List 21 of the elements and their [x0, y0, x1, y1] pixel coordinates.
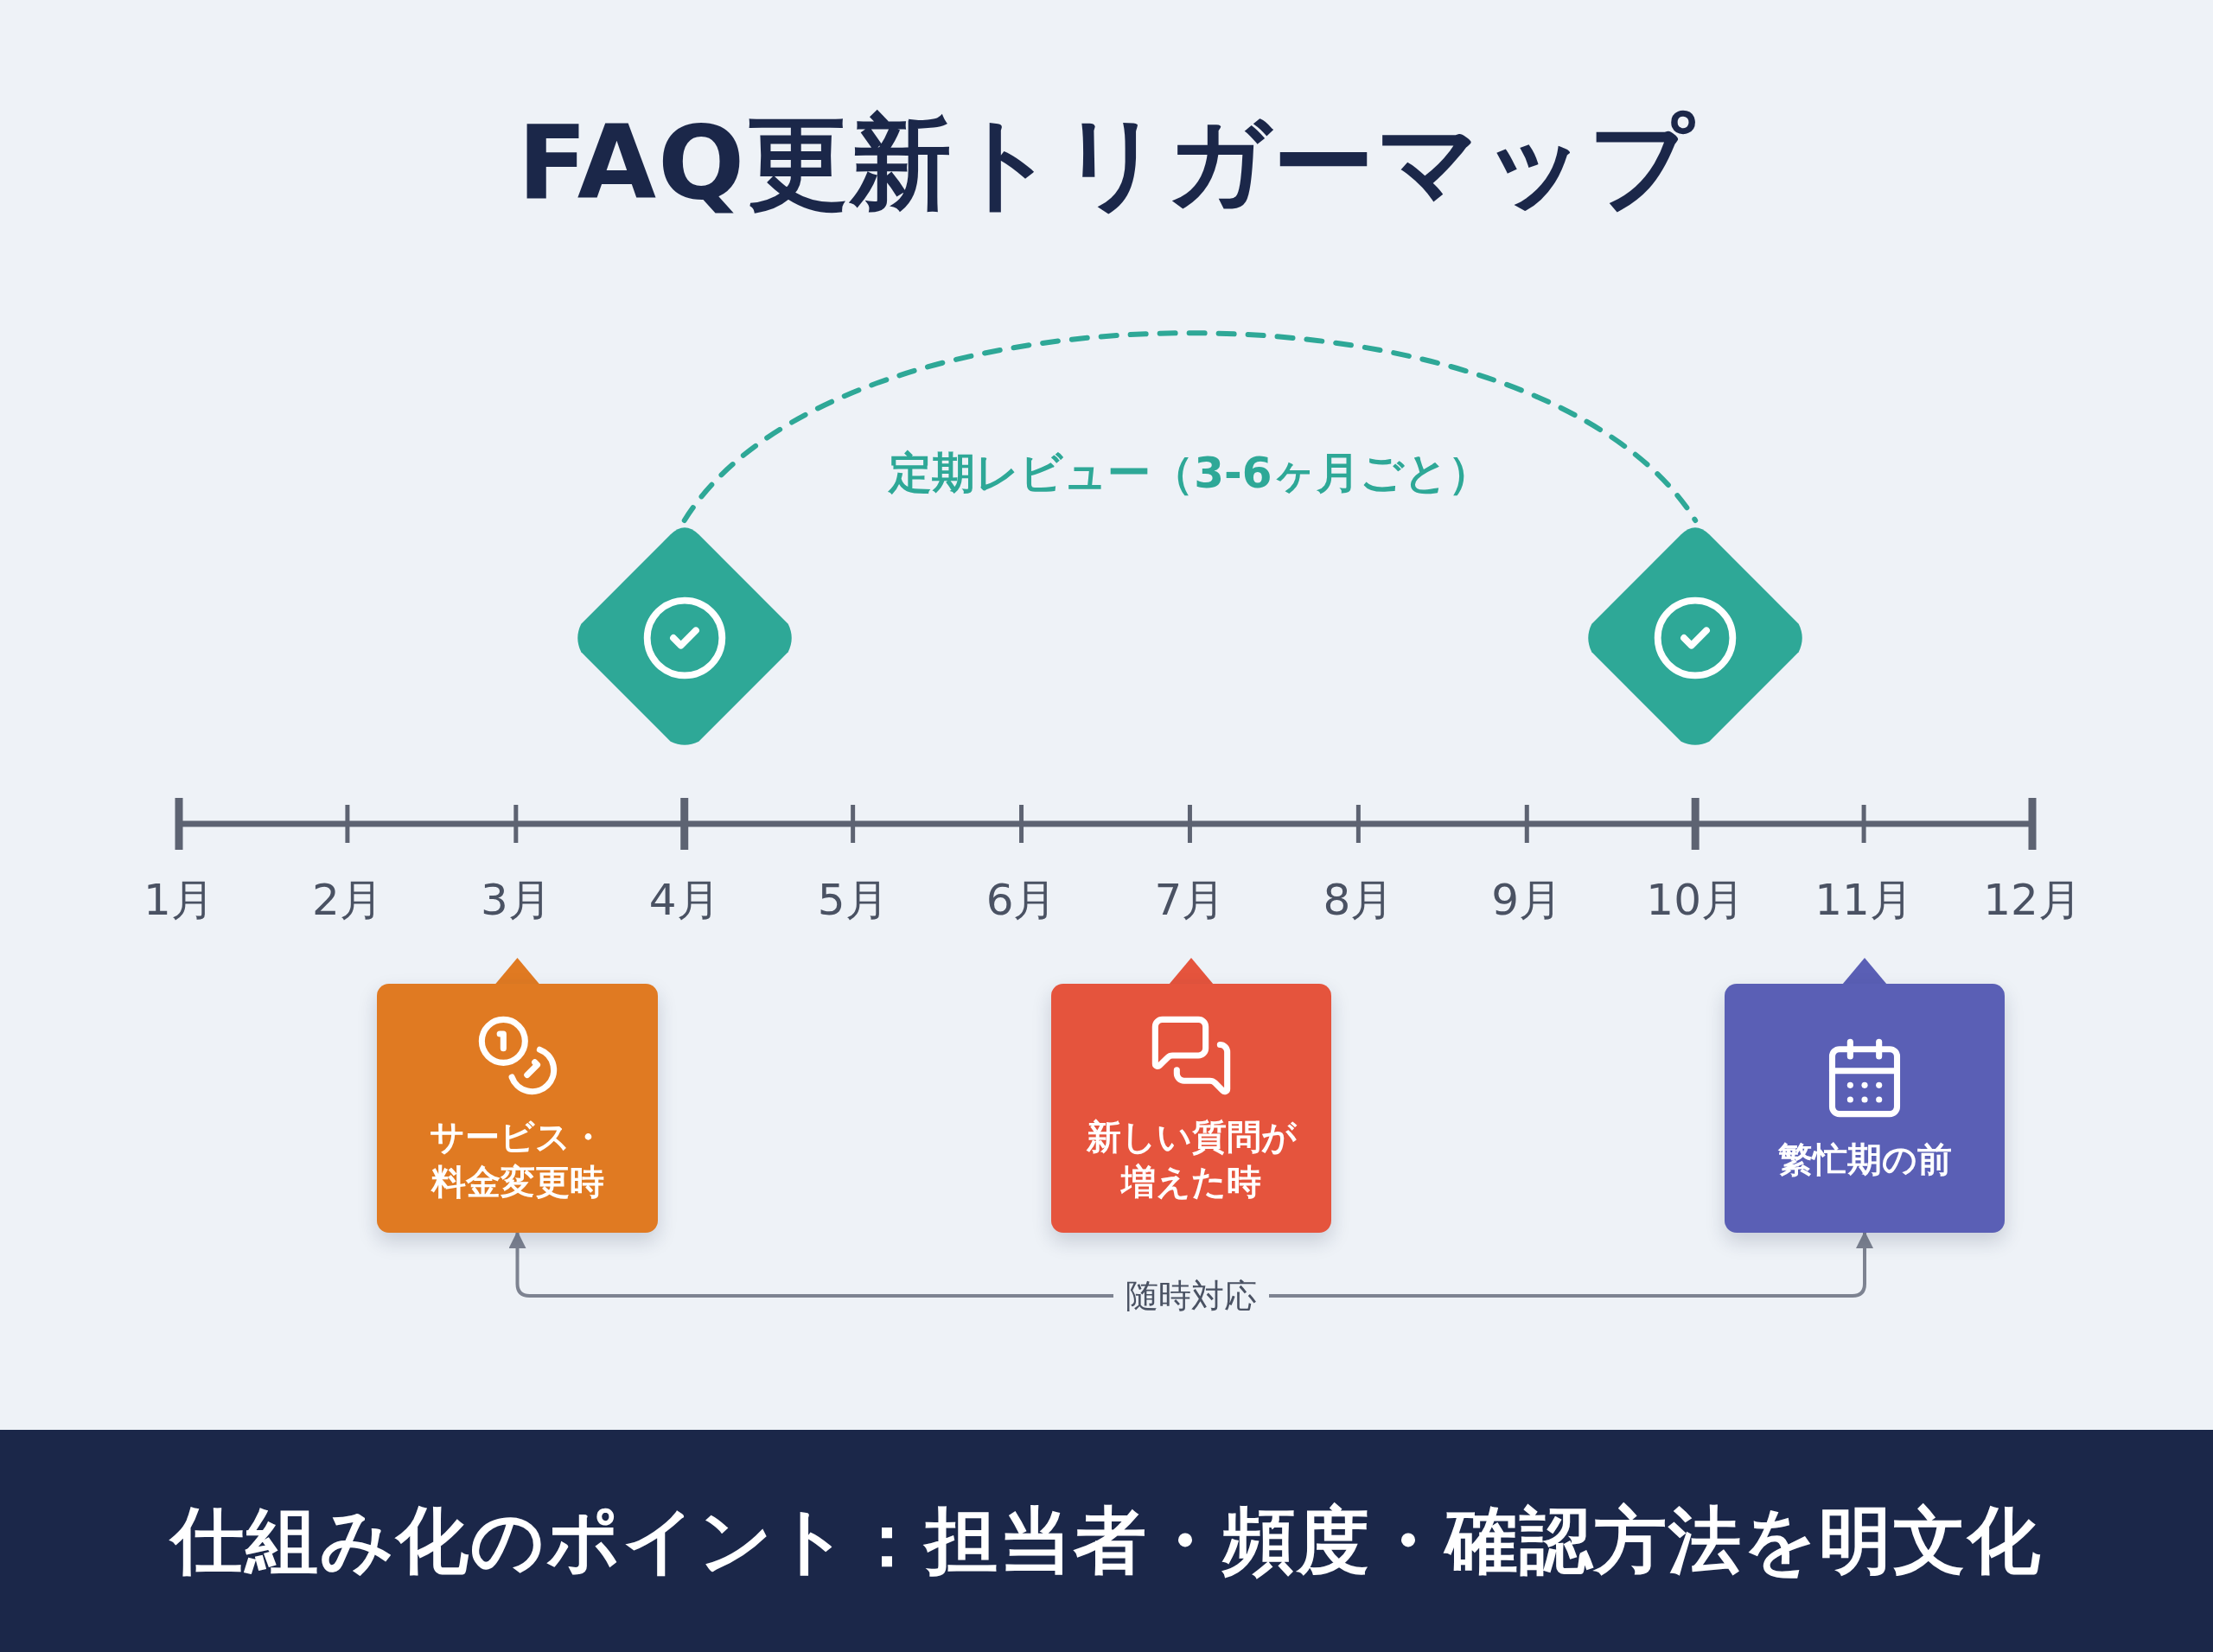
- month-label: 10月: [1645, 874, 1745, 927]
- month-label: 8月: [1322, 874, 1395, 927]
- dashed-arc-connector: [681, 330, 1699, 523]
- bracket-arrow: [508, 1231, 1873, 1298]
- trigger-card: [377, 984, 658, 1233]
- month-label: 12月: [1982, 874, 2082, 927]
- card-text: 繁忙期の前: [1776, 1139, 1953, 1181]
- month-label: 3月: [479, 874, 552, 927]
- card-text: サービス・料金変更時: [429, 1116, 606, 1203]
- month-label: 9月: [1490, 874, 1564, 927]
- diagram-title: FAQ更新トリガーマップ: [516, 102, 1697, 224]
- month-label: 11月: [1814, 874, 1914, 927]
- month-label: 1月: [143, 874, 215, 927]
- month-label: 2月: [311, 874, 384, 927]
- month-label: 4月: [647, 874, 721, 927]
- month-label: 7月: [1153, 874, 1227, 927]
- month-label: 6月: [985, 874, 1058, 927]
- card-text: 新しい質問が増えた時: [1085, 1116, 1298, 1203]
- trigger-card: [1725, 984, 2005, 1233]
- trigger-card: [1051, 984, 1331, 1233]
- month-label: 5月: [816, 874, 890, 927]
